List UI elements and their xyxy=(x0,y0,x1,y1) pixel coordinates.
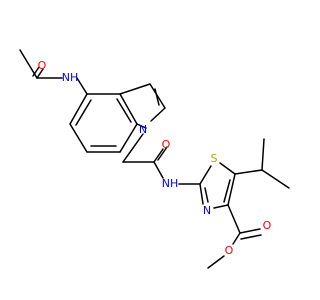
bond xyxy=(150,107,166,122)
bond xyxy=(213,204,229,209)
bond xyxy=(219,162,236,175)
bond xyxy=(36,68,44,79)
bonds xyxy=(19,49,290,269)
bond xyxy=(261,138,265,171)
bond xyxy=(223,179,231,203)
bond xyxy=(122,133,144,163)
bond xyxy=(153,161,164,179)
bond xyxy=(32,66,40,77)
bond xyxy=(227,204,241,234)
bond xyxy=(239,228,261,234)
bond xyxy=(227,173,236,206)
bond xyxy=(119,93,138,125)
nitrogen-atom-label: NH xyxy=(62,71,79,84)
nitrogen-atom-label: N xyxy=(203,204,211,217)
bond xyxy=(204,187,209,203)
atom-labels: O NH N O NH S N O O xyxy=(38,59,272,257)
bond xyxy=(116,98,132,123)
oxygen-atom-label: O xyxy=(162,138,171,151)
bond xyxy=(76,77,88,95)
bond xyxy=(207,255,225,269)
bond xyxy=(119,123,138,153)
oxygen-atom-label: O xyxy=(263,219,272,232)
nitrogen-atom-label: NH xyxy=(162,177,179,190)
oxygen-atom-label: O xyxy=(38,59,47,72)
bond xyxy=(153,148,164,163)
bond xyxy=(119,83,151,95)
bond xyxy=(261,169,290,189)
bond xyxy=(157,146,168,161)
bond xyxy=(234,169,263,175)
bond xyxy=(154,88,160,106)
molecule-diagram: O NH N O NH S N O O xyxy=(19,49,290,269)
nitrogen-atom-label: N xyxy=(139,123,147,136)
bond xyxy=(75,99,92,126)
sulfur-atom-label: S xyxy=(211,152,218,165)
bond xyxy=(69,93,88,125)
bond xyxy=(199,183,204,205)
bond xyxy=(136,123,147,129)
bond xyxy=(199,165,212,185)
bond xyxy=(69,123,88,153)
bond xyxy=(240,234,262,240)
bond xyxy=(232,232,241,245)
oxygen-atom-label: O xyxy=(225,244,234,257)
